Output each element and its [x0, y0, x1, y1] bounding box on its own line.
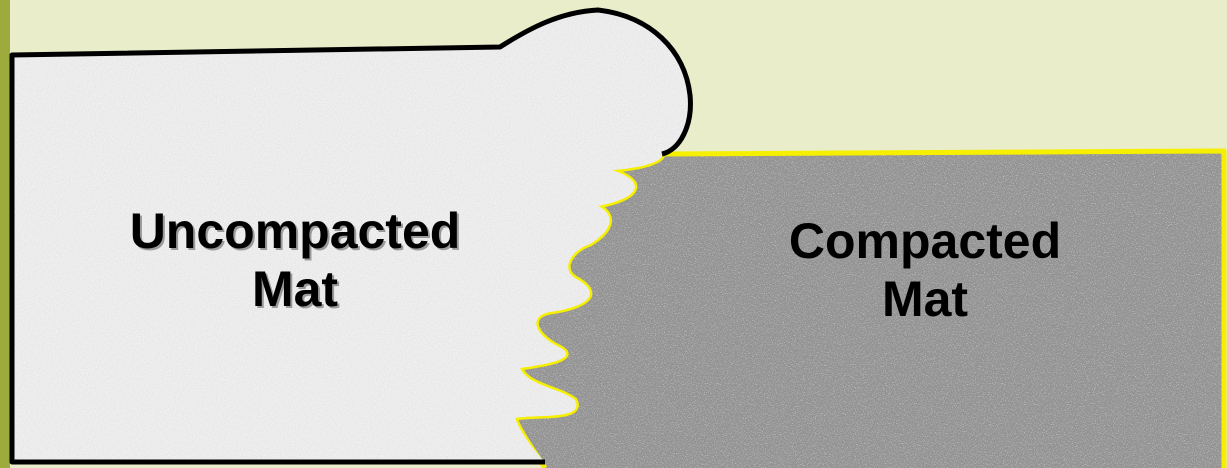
uncompacted-mat-label: Uncompacted Mat — [60, 202, 530, 318]
left-accent-bar — [0, 0, 10, 468]
compacted-mat-label-line2: Mat — [720, 270, 1130, 328]
compacted-mat-label: Compacted Mat — [720, 212, 1130, 328]
uncompacted-mat-label-line1: Uncompacted — [60, 202, 530, 260]
uncompacted-mat-label-line2: Mat — [60, 260, 530, 318]
compacted-mat-label-line1: Compacted — [720, 212, 1130, 270]
